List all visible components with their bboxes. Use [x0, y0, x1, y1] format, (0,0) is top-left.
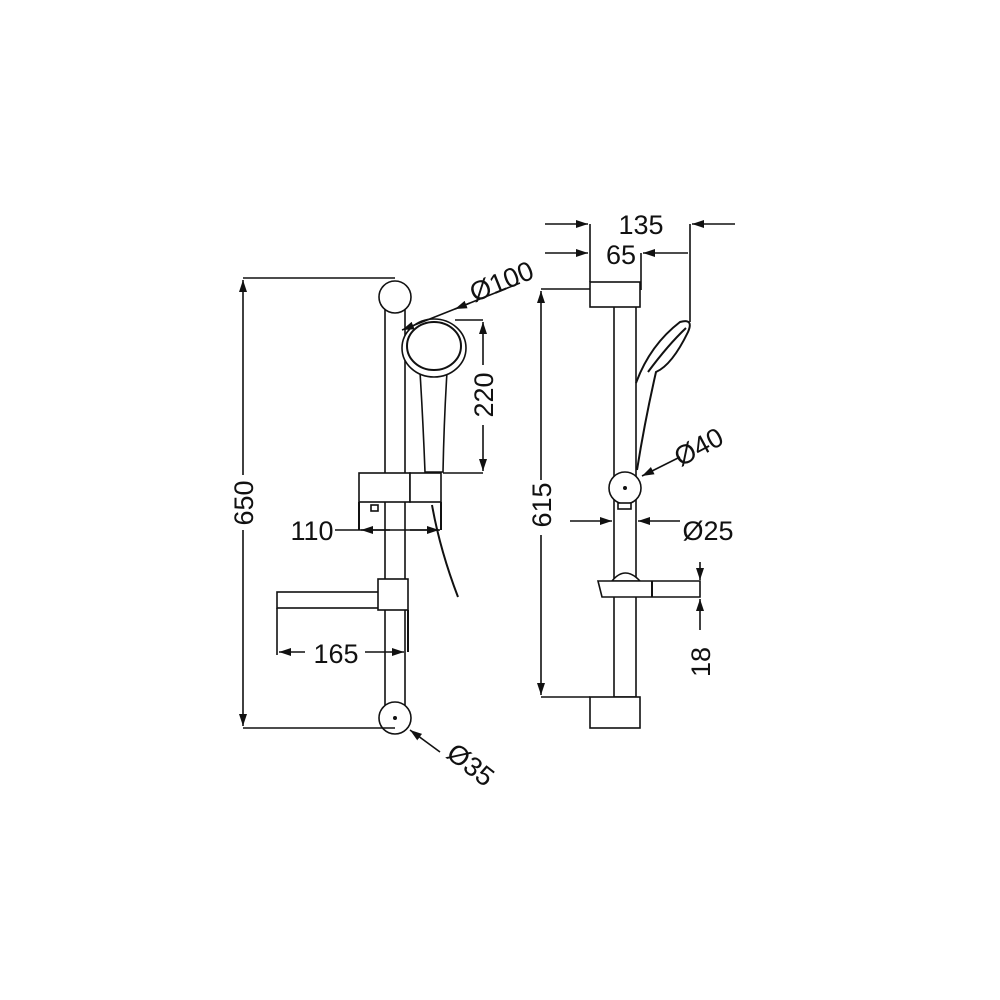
slider-holder [358, 472, 459, 598]
top-bracket-side [589, 281, 641, 308]
bottom-bracket-side [589, 696, 641, 729]
dim-220: 220 [469, 372, 499, 417]
handset-side [635, 320, 691, 471]
dim-diameter-25: Ø25 [682, 516, 733, 546]
dim-diameter-40: Ø40 [669, 422, 728, 472]
right-view: 615 135 65 Ø40 Ø25 18 [527, 210, 735, 729]
dim-18: 18 [686, 647, 716, 677]
dim-615: 615 [527, 482, 557, 527]
dim-110: 110 [290, 516, 333, 546]
dim-135: 135 [618, 210, 663, 240]
dim-650: 650 [229, 480, 259, 525]
dim-diameter-35: Ø35 [441, 737, 500, 792]
handset [401, 318, 467, 473]
dim-65: 65 [606, 240, 636, 270]
left-view: 650 220 Ø100 110 165 Ø35 [229, 255, 538, 792]
slide-rail [384, 304, 406, 706]
soap-dish [276, 578, 409, 652]
soap-dish-side [596, 572, 701, 598]
dim-165: 165 [313, 639, 358, 669]
dim-diameter-100: Ø100 [465, 255, 537, 308]
top-bracket [378, 280, 412, 314]
